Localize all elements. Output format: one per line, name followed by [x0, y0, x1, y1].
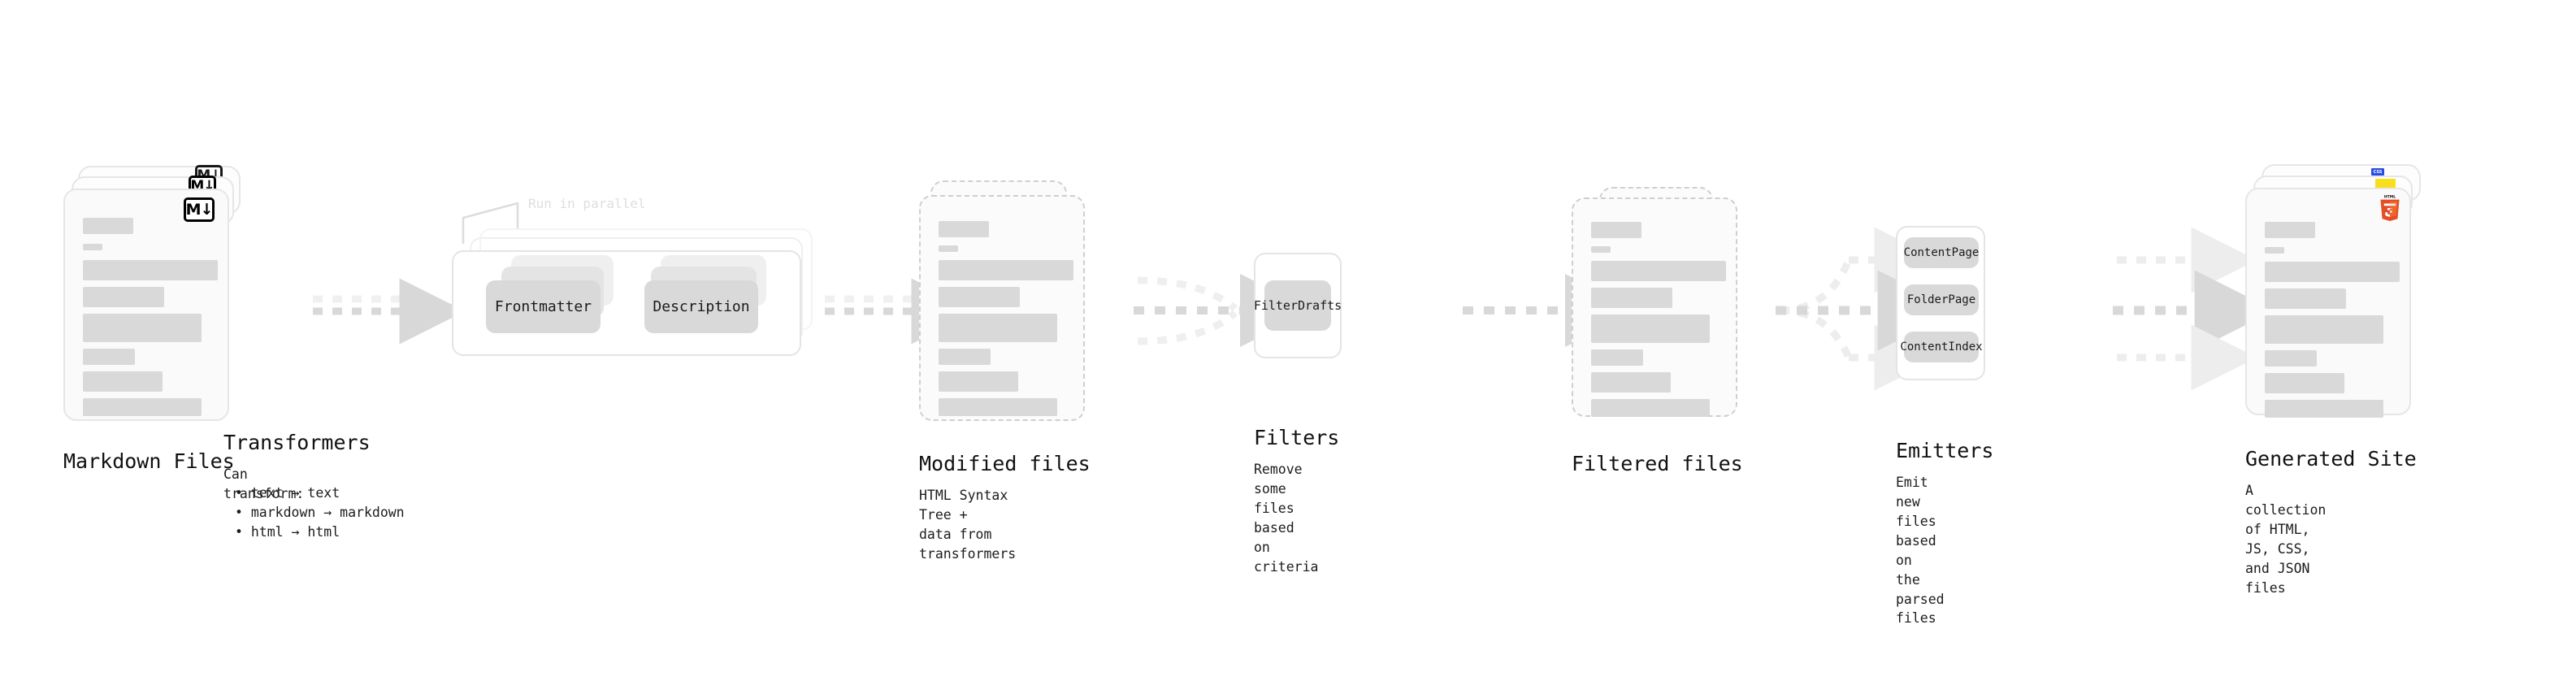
stage-title-filtered-files: Filtered files: [1572, 452, 1743, 475]
site-card-front: [2245, 188, 2411, 418]
arrow-emitters-to-site: [2113, 227, 2275, 391]
filters-chip-filterdrafts[interactable]: FilterDrafts: [1254, 280, 1342, 331]
skeleton-bar: [1591, 372, 1671, 393]
skeleton-bar: [939, 398, 1057, 416]
stage-title-transformers: Transformers: [223, 431, 371, 454]
skeleton-bar: [2265, 247, 2284, 254]
skeleton-bar: [83, 260, 218, 280]
skeleton-bar: [1591, 246, 1611, 253]
skeleton-bar: [83, 218, 133, 234]
emitters-chip-contentpage[interactable]: ContentPage: [1904, 237, 1979, 268]
modified-card-front: [919, 195, 1085, 421]
transformer-chip-description[interactable]: Description: [644, 280, 758, 333]
bullet-text: markdown → markdown: [250, 504, 405, 520]
emitters-chip-contentindex[interactable]: ContentIndex: [1900, 332, 1983, 362]
stage-subtitle-transformers: Can transform:: [223, 466, 305, 501]
svg-text:HTML: HTML: [2384, 194, 2396, 199]
skeleton-bar: [1591, 349, 1643, 366]
skeleton-bar: [1591, 314, 1710, 343]
skeleton-bar: [939, 349, 991, 365]
bullet-item: • text → text: [223, 484, 405, 503]
skeleton-bar: [83, 244, 102, 250]
stage-title-markdown-files: Markdown Files: [63, 449, 235, 473]
skeleton-bar: [939, 371, 1018, 392]
skeleton-bar: [939, 260, 1073, 280]
skeleton-bar: [2265, 373, 2344, 393]
skeleton-bar: [1591, 222, 1641, 238]
skeleton-bar: [83, 398, 202, 416]
skeleton-bar: [1591, 399, 1710, 417]
skeleton-bar: [1591, 261, 1726, 281]
stage-subtitle-modified-files: HTML Syntax Tree + data from transformer…: [919, 488, 1017, 562]
skeleton-bar: [939, 287, 1020, 307]
markdown-card-front: [63, 189, 229, 421]
stage-title-modified-files: Modified files: [919, 452, 1091, 475]
skeleton-bar: [2265, 315, 2383, 344]
arrow-filtered-to-emitters: [1776, 227, 1958, 391]
emitters-chip-folderpage[interactable]: FolderPage: [1904, 284, 1979, 315]
skeleton-bar: [2265, 288, 2346, 309]
skeleton-bar: [2265, 222, 2315, 238]
skeleton-bar: [83, 287, 164, 307]
skeleton-bar: [2265, 350, 2317, 367]
arrow-transformers-to-modified: [825, 278, 978, 345]
markdown-badge-front: M↓: [184, 197, 215, 222]
bullet-dot: •: [235, 504, 251, 520]
bullet-text: text → text: [250, 485, 340, 501]
html5-icon: HTML: [2377, 192, 2403, 224]
skeleton-bar: [2265, 262, 2400, 282]
stage-title-generated-site: Generated Site: [2245, 447, 2417, 471]
stage-subtitle-emitters: Emit new files based on the parsed files: [1896, 475, 1945, 627]
skeleton-bar: [939, 245, 958, 252]
skeleton-bar: [2265, 400, 2383, 418]
skeleton-bar: [83, 349, 135, 365]
bullet-item: • markdown → markdown: [223, 503, 405, 523]
bullet-dot: •: [235, 523, 251, 540]
stage-subtitle-filters: Remove some files based on criteria: [1254, 462, 1319, 575]
skeleton-bar: [939, 314, 1057, 342]
skeleton-bar: [83, 371, 163, 392]
bullet-item: • html → html: [223, 523, 405, 542]
transformer-chip-frontmatter[interactable]: Frontmatter: [486, 280, 601, 333]
stage-title-emitters: Emitters: [1896, 439, 1994, 462]
bullet-text: html → html: [250, 523, 340, 540]
html5-shield-svg: HTML: [2380, 194, 2400, 221]
css-badge: CSS: [2371, 168, 2384, 176]
arrow-modified-to-filters: [1134, 274, 1313, 347]
stage-bullets-transformers: • text → text • markdown → markdown • ht…: [223, 484, 405, 542]
run-in-parallel-note: Run in parallel: [528, 196, 646, 211]
stage-subtitle-generated-site: A collection of HTML, JS, CSS, and JSON …: [2245, 483, 2327, 596]
stage-title-filters: Filters: [1254, 426, 1340, 449]
skeleton-bar: [939, 221, 989, 237]
filtered-card-front: [1572, 197, 1737, 417]
skeleton-bar: [1591, 288, 1672, 308]
bullet-dot: •: [235, 485, 251, 501]
skeleton-bar: [83, 314, 202, 342]
arrow-markdown-to-transformers: [313, 278, 466, 345]
